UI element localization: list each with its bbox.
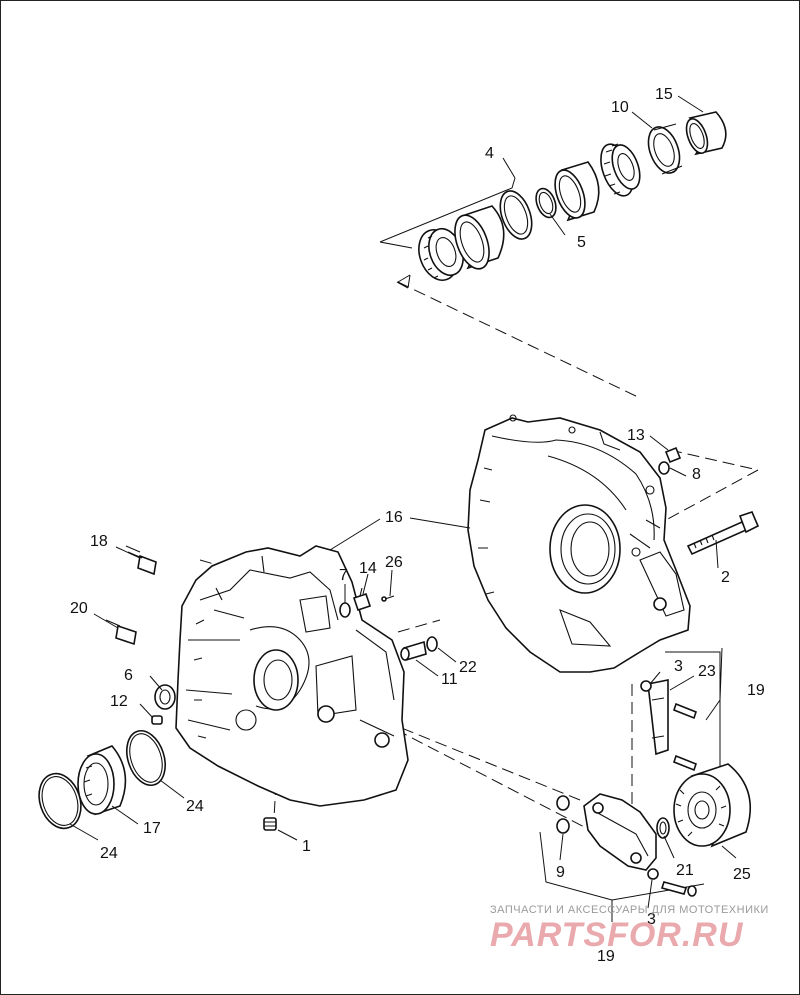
washer-part-3b (647, 868, 659, 880)
dowel-part-11 (400, 640, 427, 662)
label-3a: 3 (674, 658, 683, 675)
label-4: 4 (485, 145, 494, 162)
nipple-part-21 (656, 817, 670, 839)
label-21: 21 (676, 862, 694, 879)
bushing-part-15 (685, 111, 727, 156)
bearing-race-part (454, 205, 505, 270)
label-23: 23 (698, 663, 716, 680)
dowel-pin-part-12 (151, 715, 163, 725)
label-25: 25 (733, 866, 751, 883)
label-22: 22 (459, 659, 477, 676)
left-crankcase-part (175, 545, 409, 807)
o-ring-part-7 (339, 602, 351, 618)
part-labels: 1 2 3 3 4 5 6 7 8 9 10 11 12 13 14 15 16… (70, 86, 765, 965)
watermark-brand: PARTSFOR.RU (490, 916, 744, 954)
watermark-tagline: ЗАПЧАСТИ И АКСЕССУАРЫ ДЛЯ МОТОТЕХНИКИ (490, 904, 769, 916)
fitting-part-20 (105, 619, 137, 646)
stud-bolt-part-2 (686, 511, 760, 556)
leader-lines (69, 435, 737, 909)
o-ring-part-8 (658, 461, 670, 475)
o-ring-part-22 (426, 636, 438, 652)
oil-filter-adapter-group (539, 651, 752, 922)
label-5: 5 (577, 234, 586, 251)
right-crankcase-part (467, 414, 691, 673)
valve-part-14 (352, 587, 372, 612)
needle-bearing-part (418, 227, 464, 281)
label-1: 1 (302, 838, 311, 855)
label-2: 2 (721, 569, 730, 586)
retaining-ring-part-24a (126, 729, 166, 787)
label-6: 6 (124, 667, 133, 684)
label-26: 26 (385, 554, 403, 571)
label-12: 12 (110, 693, 128, 710)
main-bearing-part-17 (77, 745, 127, 816)
label-15: 15 (655, 86, 673, 103)
retaining-ring-part-5 (535, 187, 557, 219)
label-18: 18 (90, 533, 108, 550)
label-3b: 3 (647, 911, 656, 928)
retaining-ring-part-4 (499, 190, 533, 240)
label-19a: 19 (747, 682, 765, 699)
label-24b: 24 (100, 845, 118, 862)
o-ring-part-9a (556, 795, 570, 811)
label-20: 20 (70, 600, 88, 617)
label-17: 17 (143, 820, 161, 837)
set-screw-part-1 (263, 817, 277, 831)
plug-part-6 (154, 684, 176, 710)
plug-part-13 (664, 446, 682, 464)
screw-part-26 (381, 595, 395, 602)
tapered-roller-bearing-part (600, 143, 641, 197)
oil-filter-part-25 (673, 763, 752, 848)
label-19b: 19 (597, 948, 615, 965)
o-ring-part-9b (556, 818, 570, 834)
bearing-cup-part (554, 161, 600, 222)
label-11: 11 (441, 671, 458, 688)
bearing-part-10 (647, 123, 683, 175)
label-10: 10 (611, 99, 629, 116)
watermark: ЗАПЧАСТИ И АКСЕССУАРЫ ДЛЯ МОТОТЕХНИКИ PA… (490, 904, 769, 954)
label-9: 9 (556, 864, 565, 881)
label-14: 14 (359, 560, 377, 577)
retaining-ring-part-24b (38, 772, 82, 830)
label-16: 16 (385, 509, 403, 526)
bearing-assembly-group (379, 95, 727, 289)
label-8: 8 (692, 466, 701, 483)
label-7: 7 (339, 567, 348, 584)
label-13: 13 (627, 427, 645, 444)
washer-part-3a (640, 680, 652, 692)
fitting-part-18 (125, 545, 157, 576)
label-24a: 24 (186, 798, 204, 815)
